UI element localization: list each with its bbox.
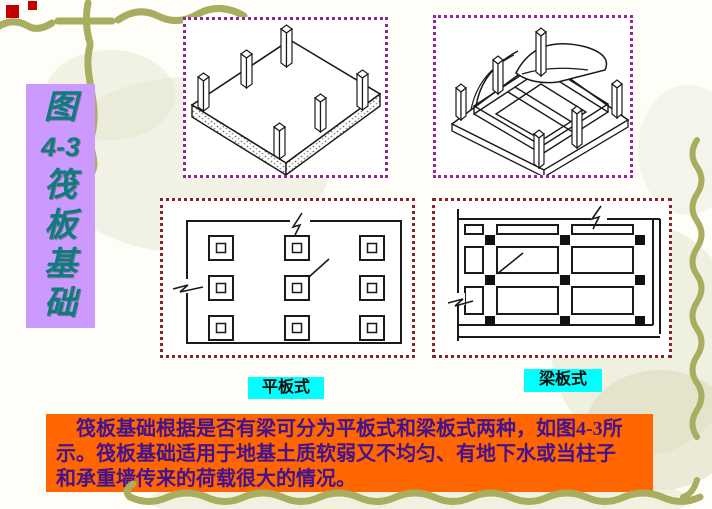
- caption-line: 示。筏板基础适用于地基土质软弱又不均匀、有地下水或当柱子: [56, 443, 616, 465]
- figure-title-block: 图 4-3 筏 板 基 础: [26, 84, 95, 328]
- flat-plate-plan-drawing: [172, 212, 402, 344]
- flat-plate-type-label: 平板式: [248, 377, 324, 399]
- title-char: 础: [44, 286, 77, 323]
- caption-line: 和承重墙传来的荷载很大的情况。: [56, 468, 356, 490]
- flat-raft-isometric-figure: [183, 17, 388, 178]
- beam-raft-isometric-figure: [433, 15, 633, 178]
- corner-red-squares: [6, 1, 37, 18]
- beam-slab-type-label: 梁板式: [524, 369, 602, 392]
- flat-raft-isometric-drawing: [190, 24, 382, 175]
- caption-line: 筏板基础根据是否有梁可分为平板式和梁板式两种，如图4-3所: [56, 418, 623, 440]
- beam-raft-isometric-drawing: [450, 27, 630, 175]
- title-figure-number: 4-3: [40, 131, 81, 162]
- beam-slab-plan-drawing: [447, 205, 661, 341]
- caption-box: 筏板基础根据是否有梁可分为平板式和梁板式两种，如图4-3所 示。筏板基础适用于地…: [46, 414, 653, 492]
- title-char: 板: [44, 207, 77, 244]
- title-char: 筏: [44, 168, 77, 205]
- beam-slab-plan-figure: [432, 198, 672, 358]
- flat-plate-plan-figure: [160, 198, 415, 358]
- title-char: 基: [44, 246, 77, 283]
- title-char: 图: [44, 89, 77, 126]
